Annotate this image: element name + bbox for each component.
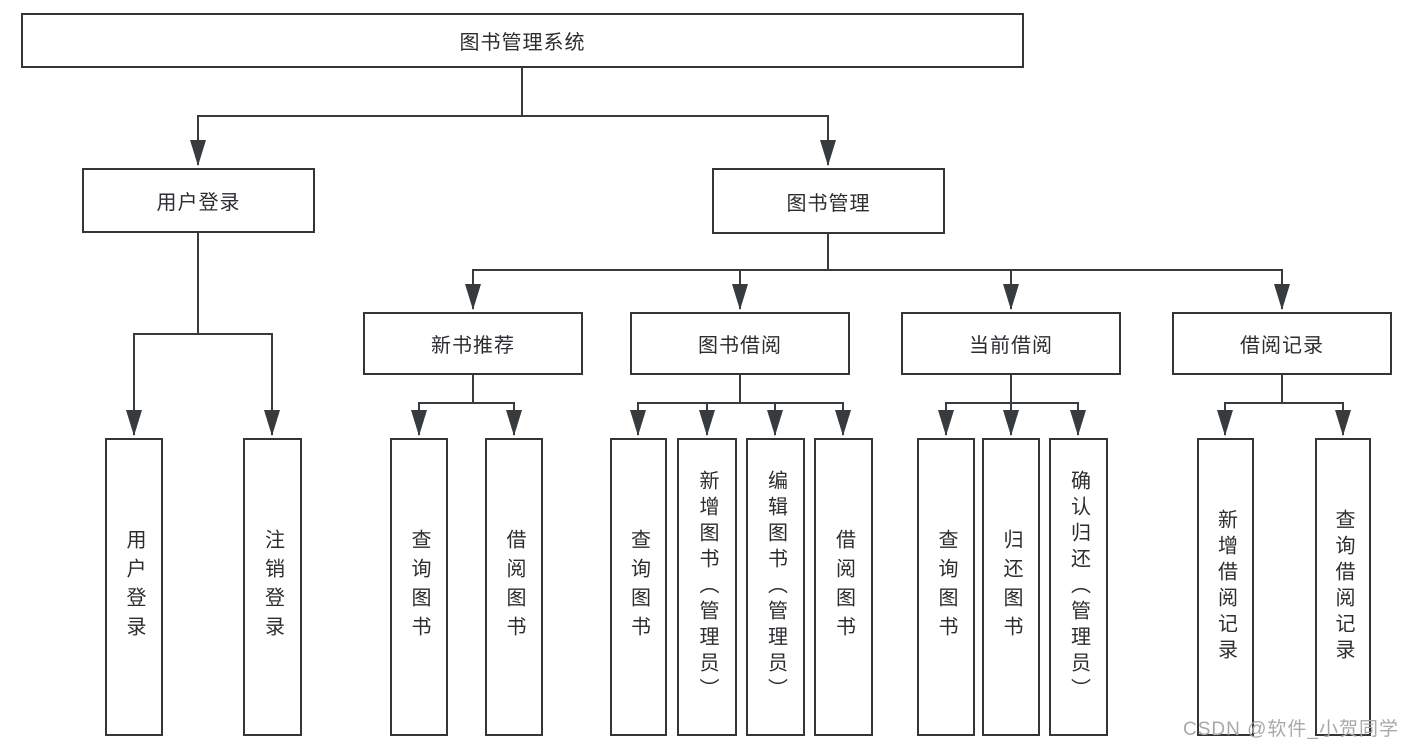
node-label: 图书管理系统 (459, 32, 586, 54)
node-label: 图书借阅 (698, 335, 782, 357)
leaf-borrow-books: 借阅图书 (814, 438, 873, 736)
leaf-add-borrow-record: 新增借阅记录 (1197, 438, 1254, 736)
node-label: 借阅图书 (832, 529, 855, 645)
node-label: 图书管理 (786, 192, 871, 215)
node-label: 当前借阅 (969, 335, 1053, 357)
node-label: 确认归还（管理员） (1067, 470, 1090, 704)
node-label: 借阅图书 (503, 529, 525, 645)
node-label: 查询借阅记录 (1332, 509, 1354, 665)
csdn-watermark: CSDN @软件_小贺同学 (1183, 719, 1399, 740)
node-label: 借阅记录 (1240, 335, 1324, 357)
node-label: 用户登录 (123, 529, 145, 645)
node-label: 编辑图书（管理员） (764, 470, 787, 704)
leaf-return-book: 归还图书 (982, 438, 1040, 736)
node-label: 注销登录 (261, 529, 284, 645)
leaf-confirm-return-admin: 确认归还（管理员） (1049, 438, 1108, 736)
leaf-edit-book-admin: 编辑图书（管理员） (746, 438, 805, 736)
node-label: 用户登录 (156, 192, 241, 214)
leaf-borrow-books-recommend: 借阅图书 (485, 438, 543, 736)
node-label: 查询图书 (935, 529, 957, 645)
node-label: 查询图书 (627, 529, 650, 645)
leaf-add-book-admin: 新增图书（管理员） (677, 438, 737, 736)
leaf-query-books-recommend: 查询图书 (390, 438, 448, 736)
node-borrow-records: 借阅记录 (1172, 312, 1392, 375)
node-library-management-system: 图书管理系统 (21, 13, 1024, 68)
node-label: 归还图书 (1000, 529, 1022, 645)
node-new-book-recommend: 新书推荐 (363, 312, 583, 375)
node-user-login: 用户登录 (82, 168, 315, 233)
leaf-user-login: 用户登录 (105, 438, 163, 736)
leaf-query-books-current: 查询图书 (917, 438, 975, 736)
leaf-query-borrow-record: 查询借阅记录 (1315, 438, 1371, 736)
node-label: 查询图书 (408, 529, 430, 645)
node-book-borrow: 图书借阅 (630, 312, 850, 375)
node-label: 新增借阅记录 (1214, 509, 1237, 665)
node-label: 新增图书（管理员） (696, 470, 718, 704)
node-label: 新书推荐 (431, 335, 515, 357)
leaf-logout: 注销登录 (243, 438, 302, 736)
leaf-query-books-borrow: 查询图书 (610, 438, 667, 736)
node-book-management: 图书管理 (712, 168, 945, 234)
node-current-borrow: 当前借阅 (901, 312, 1121, 375)
